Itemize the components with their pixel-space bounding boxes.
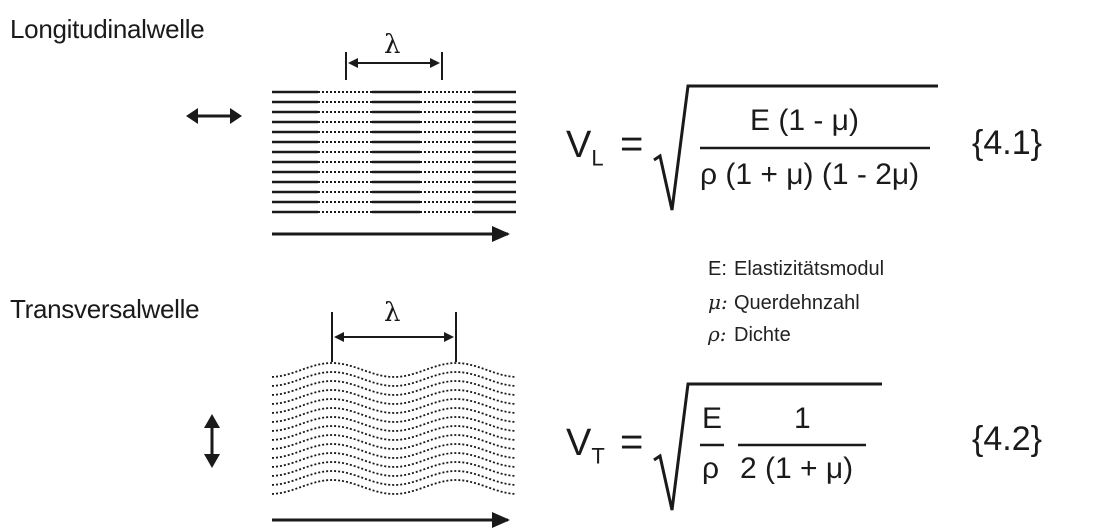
transverse-wave-line — [272, 426, 515, 440]
longitudinal-oscillation-arrow — [186, 108, 242, 124]
transverse-wave-line — [272, 435, 515, 449]
equation-4-1-number: {4.1} — [972, 124, 1042, 163]
equation-4-2-lhs: VT — [566, 422, 605, 470]
equation-4-2-number: {4.2} — [972, 420, 1042, 459]
legend-item-rho: ρ:Dichte — [708, 322, 791, 347]
transverse-wave-line — [272, 372, 515, 386]
equation-4-2-frac2-denominator: 2 (1 + μ) — [740, 452, 853, 486]
transverse-wave-line — [272, 453, 515, 467]
lambda-label-transverse: λ — [384, 298, 400, 328]
transverse-wave-line — [272, 408, 515, 422]
equation-4-2-frac1-numerator: E — [702, 402, 722, 436]
transverse-lines — [272, 363, 515, 494]
equation-4-2-frac1-denominator: ρ — [702, 452, 719, 486]
transverse-wave-line — [272, 444, 515, 458]
equation-4-2-equals: = — [620, 420, 643, 465]
equation-4-1-denominator: ρ (1 + μ) (1 - 2μ) — [700, 158, 919, 192]
transverse-wave-line — [272, 480, 515, 494]
transverse-oscillation-arrow — [204, 414, 220, 468]
lambda-label-longitudinal: λ — [384, 30, 400, 60]
transverse-wave-line — [272, 399, 515, 413]
equation-4-1-lhs: VL — [566, 124, 604, 172]
transverse-title: Transversalwelle — [10, 294, 199, 325]
equation-4-2-frac2-numerator: 1 — [794, 402, 811, 436]
transverse-wave-line — [272, 363, 515, 377]
transverse-wave-line — [272, 462, 515, 476]
transverse-wave-line — [272, 417, 515, 431]
legend-item-e: E:Elastizitätsmodul — [708, 258, 884, 281]
legend-item-mu: μ:Querdehnzahl — [708, 290, 860, 315]
transverse-wave-line — [272, 471, 515, 485]
equation-4-1-equals: = — [620, 122, 643, 167]
equation-4-1-numerator: E (1 - μ) — [750, 104, 859, 138]
transverse-wave-line — [272, 381, 515, 395]
longitudinal-lines — [272, 92, 516, 212]
equation-4-2 — [654, 384, 882, 510]
transverse-wave-line — [272, 390, 515, 404]
